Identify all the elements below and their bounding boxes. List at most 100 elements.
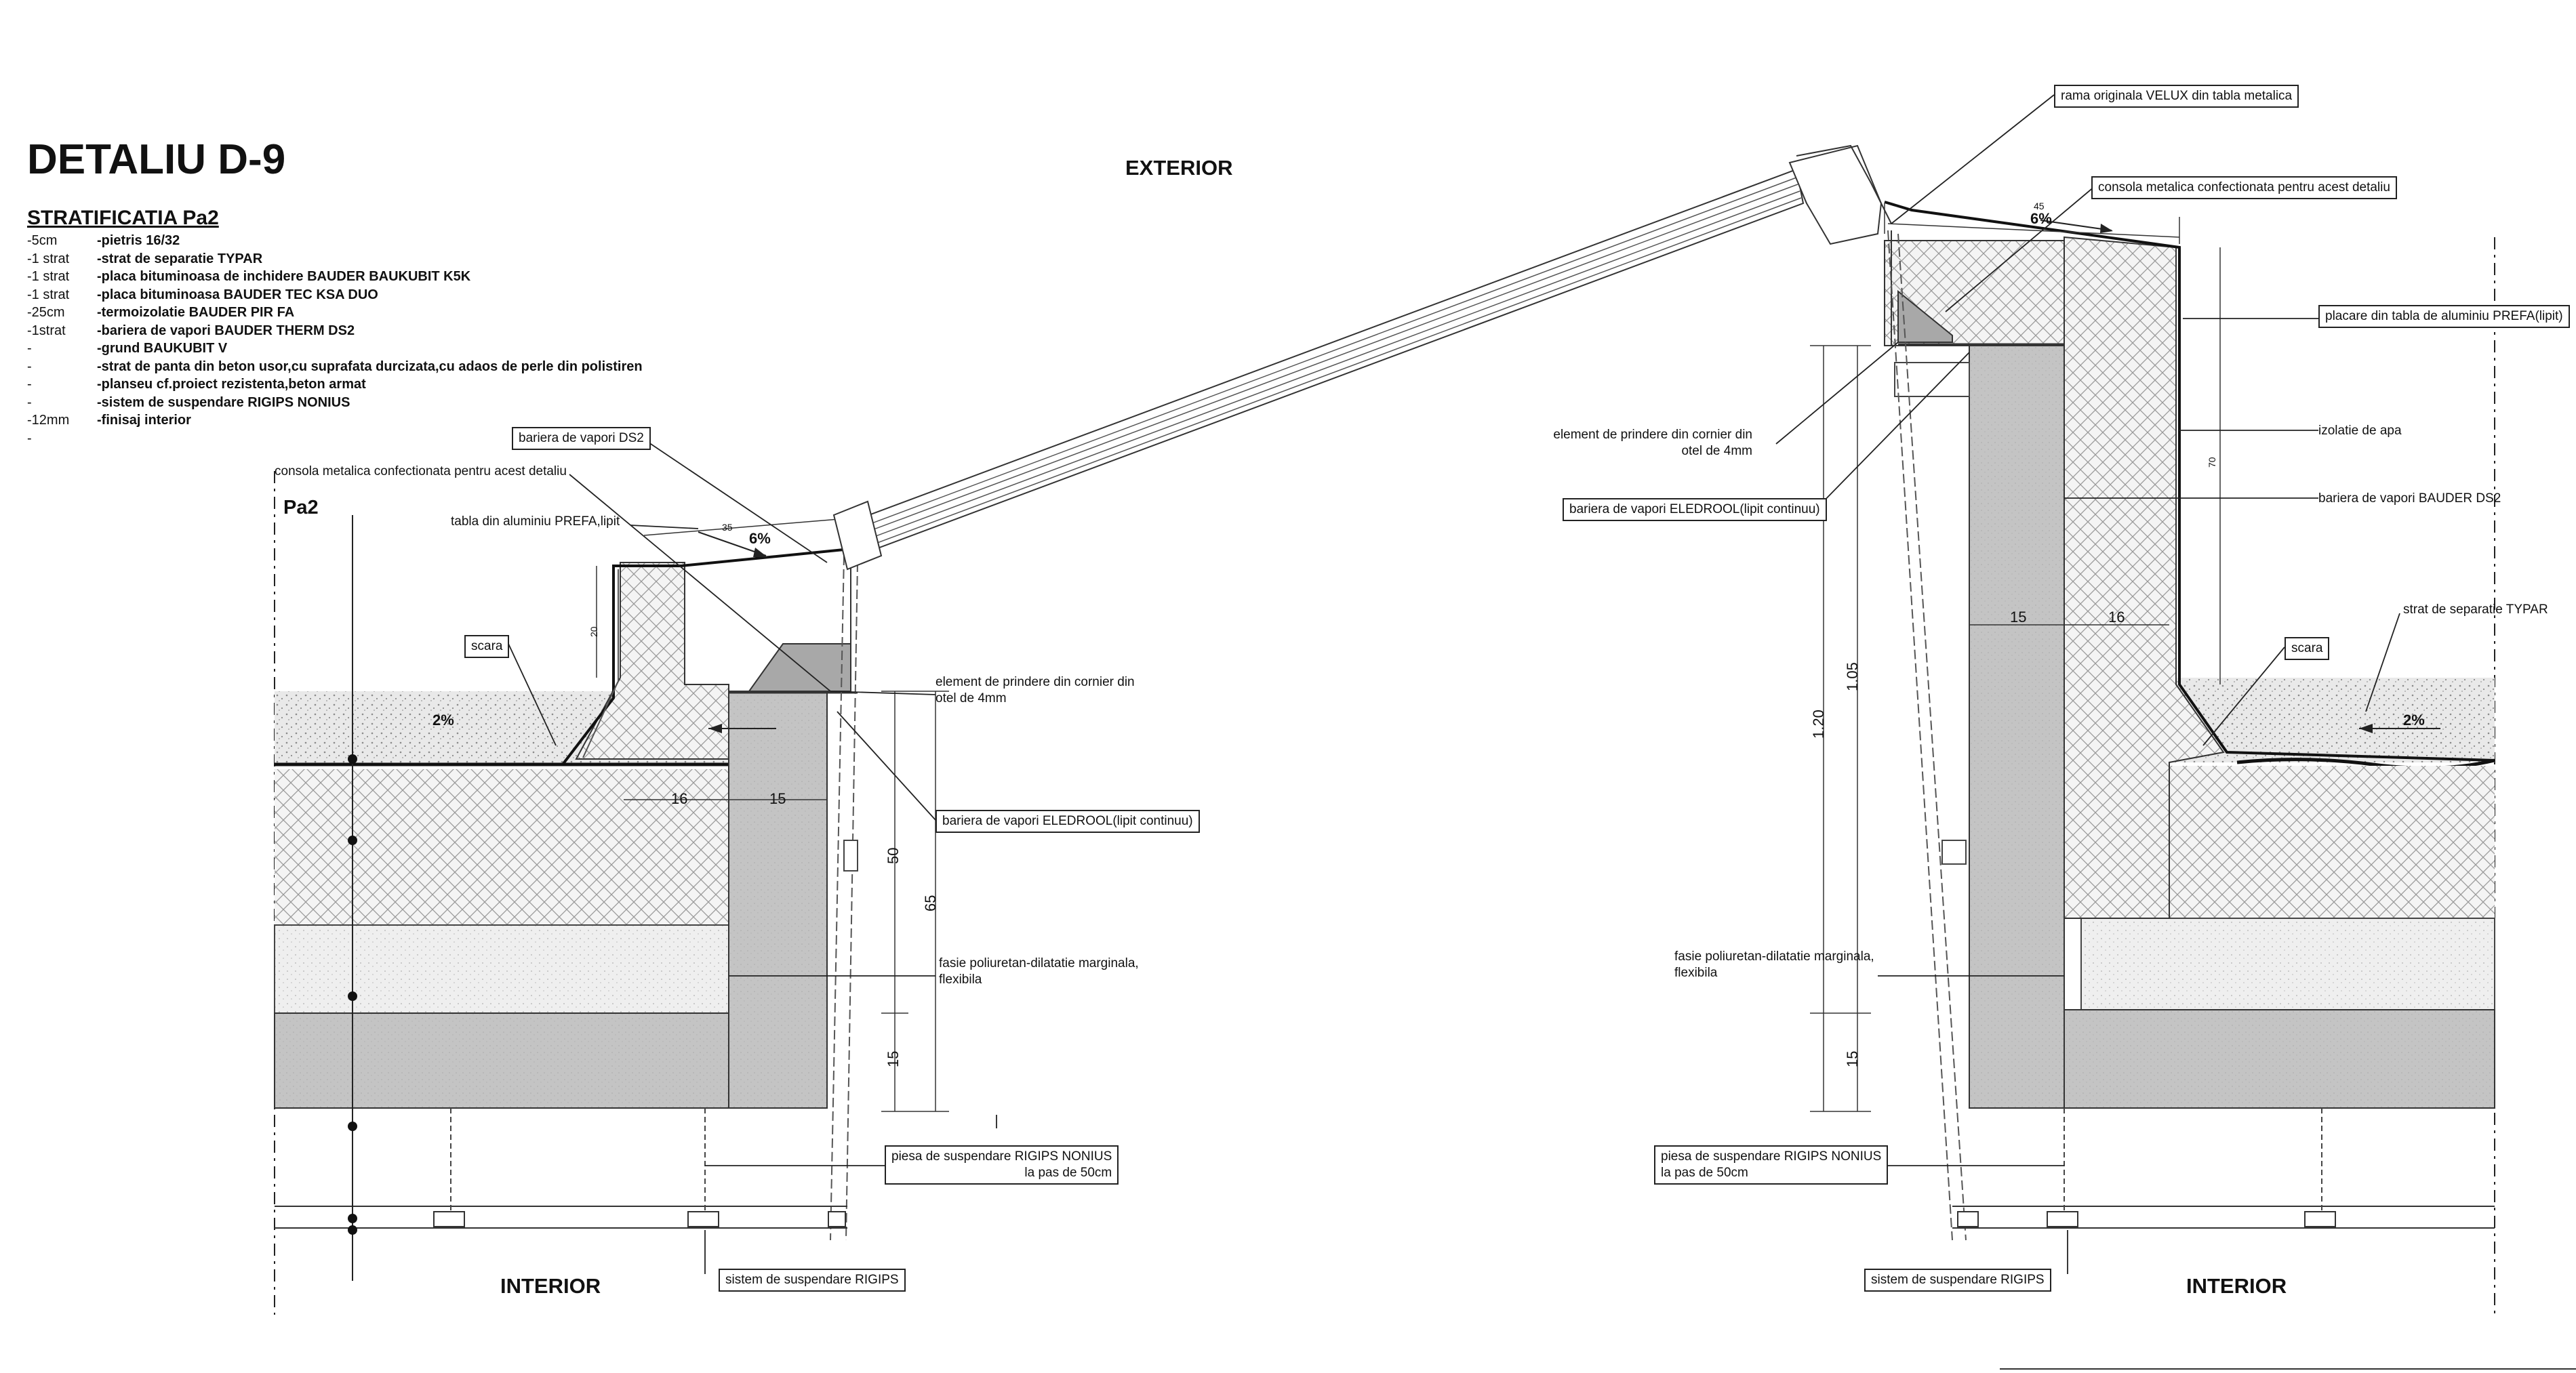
callout-separation-right: strat de separatie TYPAR — [2403, 602, 2548, 617]
callout-flashing-right: placare din tabla de aluminiu PREFA(lipi… — [2318, 305, 2570, 328]
callout-hanger-left-line2: la pas de 50cm — [1024, 1166, 1112, 1180]
layer-description: -finisaj interior — [97, 413, 191, 428]
callout-fixing-right-line2: otel de 4mm — [1681, 444, 1752, 458]
slope-curb-left: 6% — [749, 530, 771, 547]
layer-row: -12mm-finisaj interior — [27, 411, 643, 430]
right-insulation — [2169, 766, 2495, 918]
layer-thickness: - — [27, 358, 32, 374]
layer-description: -termoizolatie BAUDER PIR FA — [97, 305, 295, 320]
drawing-title: DETALIU D-9 — [27, 136, 286, 183]
section-label: Pa2 — [283, 497, 319, 518]
layer-row: - -sistem de suspendare RIGIPS NONIUS — [27, 394, 643, 412]
layer-description: -bariera de vapori BAUDER THERM DS2 — [97, 323, 355, 338]
right-roof-section — [1810, 201, 2495, 1315]
dim-right-105: 1.05 — [1844, 662, 1861, 691]
layer-row: -25cm -termoizolatie BAUDER PIR FA — [27, 304, 643, 322]
dim-curb-left-15: 15 — [769, 790, 786, 807]
layer-row: -1 strat-placa bituminoasa de inchidere … — [27, 268, 643, 286]
slope-roof-left: 2% — [432, 712, 454, 729]
callout-fixing-left: element de prindere din cornier din otel… — [935, 674, 1135, 707]
layer-row: -1 strat-placa bituminoasa BAUDER TEC KS… — [27, 286, 643, 304]
callout-polyurethane-left: fasie poliuretan-dilatatie marginala, fl… — [939, 956, 1139, 988]
dim-right-120: 1.20 — [1810, 710, 1827, 739]
layer-thickness: -5cm — [27, 233, 58, 248]
callout-polyurethane-right: fasie poliuretan-dilatatie marginala, fl… — [1674, 949, 1874, 981]
left-slope-screed — [274, 924, 736, 1014]
dim-left-50: 50 — [885, 847, 902, 864]
layer-thickness: - — [27, 394, 32, 410]
left-steel-console — [748, 643, 851, 692]
slope-curb-right: 6% — [2030, 210, 2052, 227]
layer-description: -pietris 16/32 — [97, 233, 180, 248]
interior-left-label: INTERIOR — [500, 1274, 601, 1298]
callout-hanger-left: piesa de suspendare RIGIPS NONIUS la pas… — [885, 1145, 1119, 1185]
leader-lines — [508, 94, 2400, 1274]
stratification-heading: STRATIFICATIA Pa2 — [27, 207, 219, 229]
callout-fixing-right: element de prindere din cornier din otel… — [1549, 427, 1752, 459]
callout-polyurethane-left-line2: flexibila — [939, 972, 982, 987]
layer-row: -1strat -bariera de vapori BAUDER THERM D… — [27, 322, 643, 340]
callout-waterproof-right: izolatie de apa — [2318, 424, 2402, 438]
dim-right-15: 15 — [1844, 1050, 1861, 1067]
layer-description: -grund BAUKUBIT V — [97, 341, 228, 356]
layer-row: -1 strat -strat de separatie TYPAR — [27, 250, 643, 268]
layer-list: -5cm -pietris 16/32 -1 strat -strat de sep… — [27, 232, 643, 447]
left-roof-section — [274, 471, 949, 1315]
right-curb-insulation — [2064, 236, 2225, 919]
callout-hanger-left-line1: piesa de suspendare RIGIPS NONIUS — [891, 1149, 1112, 1164]
layer-row: - — [27, 430, 643, 448]
interior-right-label: INTERIOR — [2186, 1274, 2287, 1298]
layer-description: -sistem de suspendare RIGIPS NONIUS — [97, 394, 350, 410]
callout-vapor-barrier-left: bariera de vapori ELEDROOL(lipit continu… — [935, 810, 1200, 833]
layer-description: -planseu cf.proiect rezistenta,beton arm… — [97, 377, 366, 392]
callout-suspension-right: sistem de suspendare RIGIPS — [1864, 1269, 2051, 1292]
callout-polyurethane-right-line2: flexibila — [1674, 966, 1718, 980]
right-concrete-upstand — [1969, 345, 2065, 1109]
callout-polyurethane-left-line1: fasie poliuretan-dilatatie marginala, — [939, 956, 1139, 970]
layer-thickness: - — [27, 430, 32, 446]
dim-left-35: 35 — [722, 522, 733, 533]
callout-velux-flashing: rama originala VELUX din tabla metalica — [2054, 85, 2299, 108]
dim-curb-right-16: 16 — [2108, 609, 2125, 626]
layer-thickness: -1strat — [27, 323, 66, 338]
callout-polyurethane-right-line1: fasie poliuretan-dilatatie marginala, — [1674, 949, 1874, 964]
callout-scale-left: scara — [464, 635, 510, 658]
layer-row: -5cm -pietris 16/32 — [27, 232, 643, 250]
layer-description: -strat de separatie TYPAR — [97, 251, 263, 266]
callout-hanger-right: piesa de suspendare RIGIPS NONIUS la pas… — [1654, 1145, 1889, 1185]
layer-thickness: -1 strat — [27, 287, 70, 302]
callout-hanger-right-line1: piesa de suspendare RIGIPS NONIUS — [1661, 1149, 1882, 1164]
left-concrete-upstand — [728, 691, 828, 1109]
callout-vapor-barrier-right: bariera de vapori ELEDROOL(lipit continu… — [1563, 498, 1827, 521]
layer-thickness: -25cm — [27, 305, 65, 320]
callout-fixing-left-line2: otel de 4mm — [935, 691, 1007, 705]
callout-console-left: consola metalica confectionata pentru ac… — [275, 464, 567, 478]
dim-right-45: 45 — [2034, 201, 2045, 211]
exterior-label: EXTERIOR — [1125, 156, 1233, 180]
slope-roof-right: 2% — [2403, 712, 2425, 729]
callout-vapor-ds2-right: bariera de vapori BAUDER DS2 — [2318, 491, 2501, 506]
dim-left-65: 65 — [922, 895, 939, 911]
callout-fixing-right-line1: element de prindere din cornier din — [1553, 428, 1752, 442]
callout-flashing-left: tabla din aluminiu PREFA,lipit — [451, 514, 620, 529]
left-insulation — [275, 769, 736, 925]
callout-fixing-left-line1: element de prindere din cornier din — [935, 675, 1135, 689]
right-steel-console — [1897, 289, 1953, 343]
callout-scale-right: scara — [2285, 637, 2330, 660]
layer-row: - -grund BAUKUBIT V — [27, 340, 643, 358]
dim-right-70: 70 — [2207, 457, 2217, 468]
callout-hanger-right-line2: la pas de 50cm — [1661, 1166, 1748, 1180]
layer-thickness: - — [27, 377, 32, 392]
dim-left-15: 15 — [885, 1050, 902, 1067]
layer-row: - -planseu cf.proiect rezistenta,beton ar… — [27, 375, 643, 394]
layer-row: --strat de panta din beton usor,cu supra… — [27, 358, 643, 376]
layer-thickness: - — [27, 341, 32, 356]
dim-left-20: 20 — [588, 626, 599, 637]
layer-thickness: -1 strat — [27, 251, 70, 266]
callout-console-right: consola metalica confectionata pentru ac… — [2091, 176, 2397, 199]
dim-curb-right-15: 15 — [2010, 609, 2027, 626]
layer-thickness: -1 strat — [27, 269, 70, 284]
dim-curb-left-16: 16 — [671, 790, 688, 807]
callout-suspension-left: sistem de suspendare RIGIPS — [719, 1269, 906, 1292]
